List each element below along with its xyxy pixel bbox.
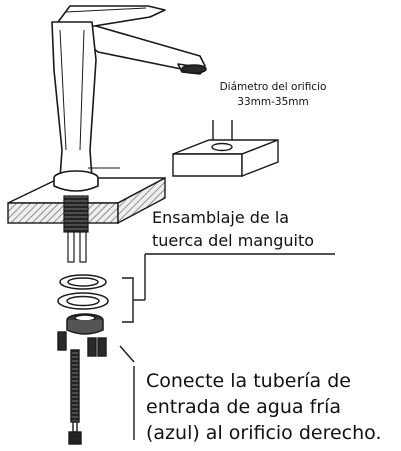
hole-diameter-title: Diámetro del orificio <box>219 81 327 93</box>
mounting-plate <box>172 120 279 178</box>
sleeve-nut-label-line2: tuerca del manguito <box>152 231 315 250</box>
washer-stack <box>57 274 109 335</box>
threaded-shank <box>63 195 89 263</box>
faucet-body <box>51 5 207 192</box>
sleeve-nut-bracket <box>122 253 335 323</box>
instruction-line-3: (azul) al orificio derecho. <box>146 422 382 444</box>
hole-diameter-value: 33mm-35mm <box>237 96 309 108</box>
instruction-leader <box>119 345 135 440</box>
instruction-line-1: Conecte la tubería de <box>146 370 351 392</box>
water-hoses <box>57 331 107 445</box>
sleeve-nut-label-line1: Ensamblaje de la <box>152 208 290 227</box>
instruction-line-2: entrada de agua fría <box>146 396 342 418</box>
